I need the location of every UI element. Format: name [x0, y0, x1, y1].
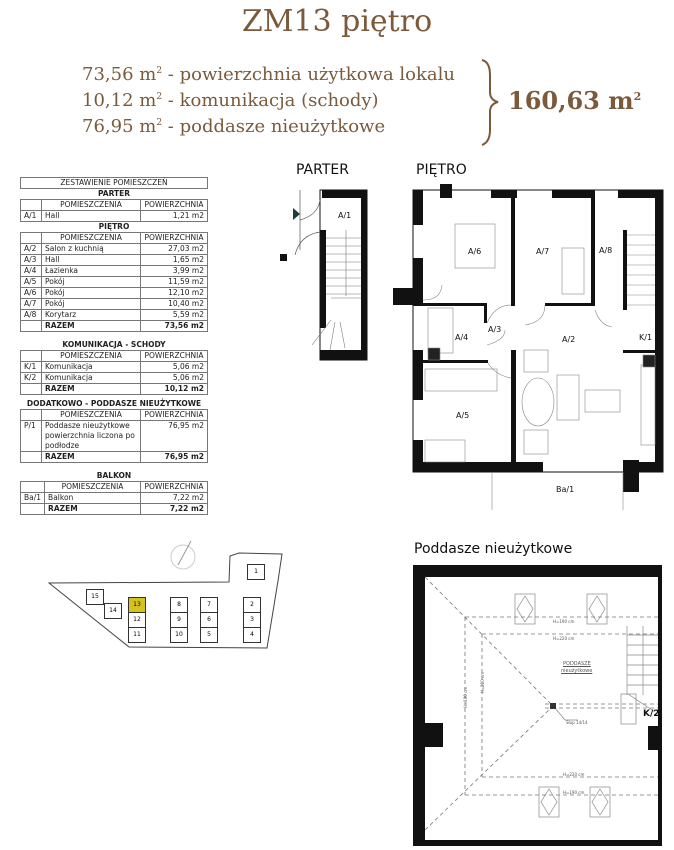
- sup: 2: [633, 90, 642, 103]
- rooms-table-parter: ZESTAWIENIE POMIESZCZEŃ PARTER POMIESZCZ…: [20, 177, 208, 332]
- room-label: Ba/1: [556, 485, 575, 494]
- site-unit-1: 1: [247, 564, 265, 580]
- sup: 2: [156, 66, 163, 76]
- height-label: H=220 cm: [553, 636, 575, 641]
- section-heading: DODATKOWO - PODDASZE NIEUŻYTKOWE: [26, 399, 202, 408]
- site-unit-4: 4: [243, 627, 261, 643]
- summary-line: 73,56 m2 - powierzchnia użytkowa lokalu: [82, 64, 455, 85]
- parter-plan: [280, 189, 368, 361]
- site-unit-3: 3: [243, 612, 261, 628]
- height-label: H=220 cm: [563, 772, 585, 777]
- section-heading: PIĘTRO: [98, 222, 130, 231]
- attic-label: nieużytkowe: [561, 668, 593, 674]
- room-label: K/1: [639, 333, 653, 342]
- area-value: 73,56 m: [82, 64, 157, 85]
- area-value: 76,95 m: [82, 116, 157, 137]
- height-label: H=220 cm: [480, 671, 486, 694]
- summary-line: 10,12 m2 - komunikacja (schody): [82, 90, 379, 111]
- room-label: A/2: [562, 335, 576, 344]
- site-unit-13: 13: [128, 597, 146, 613]
- post-label: Słup 14/14: [566, 720, 588, 725]
- area-desc: - powierzchnia użytkowa lokalu: [162, 64, 455, 85]
- height-label: H=190 cm: [563, 790, 585, 795]
- room-label: A/5: [456, 411, 470, 420]
- total-value: 160,63 m: [508, 86, 634, 115]
- pietro-plan: [393, 184, 664, 510]
- height-label: H=190 cm: [553, 619, 575, 624]
- area-desc: - poddasze nieużytkowe: [162, 116, 386, 137]
- attic-title: Poddasze nieużytkowe: [414, 541, 573, 557]
- section-heading: PARTER: [97, 189, 131, 198]
- page-title: ZM13 piętro: [241, 4, 433, 39]
- room-label: A/6: [468, 247, 482, 256]
- site-unit-15: 15: [86, 589, 104, 605]
- parter-title: PARTER: [296, 162, 349, 178]
- site-unit-12: 12: [128, 612, 146, 628]
- area-value: 10,12 m: [82, 90, 157, 111]
- room-label: A/1: [338, 211, 352, 220]
- site-unit-5: 5: [200, 627, 218, 643]
- height-label: H=190 cm: [463, 686, 469, 709]
- site-unit-8: 8: [170, 597, 188, 613]
- section-heading: BALKON: [96, 471, 132, 480]
- site-unit-14: 14: [104, 603, 122, 619]
- room-label: A/8: [599, 246, 613, 255]
- sup: 2: [156, 118, 163, 128]
- site-unit-6: 6: [200, 612, 218, 628]
- room-label: K/2: [643, 709, 660, 719]
- site-unit-7: 7: [200, 597, 218, 613]
- site-unit-9: 9: [170, 612, 188, 628]
- sup: 2: [156, 92, 163, 102]
- attic-label: PODDASZE: [563, 661, 591, 667]
- rooms-table-poddasze: DODATKOWO - PODDASZE NIEUŻYTKOWE POMIESZ…: [20, 399, 208, 463]
- total-area: 160,63 m2: [508, 86, 641, 115]
- summary-line: 76,95 m2 - poddasze nieużytkowe: [82, 116, 385, 137]
- site-unit-10: 10: [170, 627, 188, 643]
- section-heading: KOMUNIKACJA - SCHODY: [62, 340, 166, 349]
- room-label: A/4: [455, 333, 469, 342]
- area-desc: - komunikacja (schody): [162, 90, 379, 111]
- room-label: A/7: [536, 247, 550, 256]
- pietro-title: PIĘTRO: [416, 162, 467, 178]
- site-unit-11: 11: [128, 627, 146, 643]
- table-title: ZESTAWIENIE POMIESZCZEŃ: [20, 177, 208, 189]
- site-unit-2: 2: [243, 597, 261, 613]
- room-label: A/3: [488, 325, 502, 334]
- site-plan: [47, 540, 283, 649]
- attic-plan: [413, 565, 662, 846]
